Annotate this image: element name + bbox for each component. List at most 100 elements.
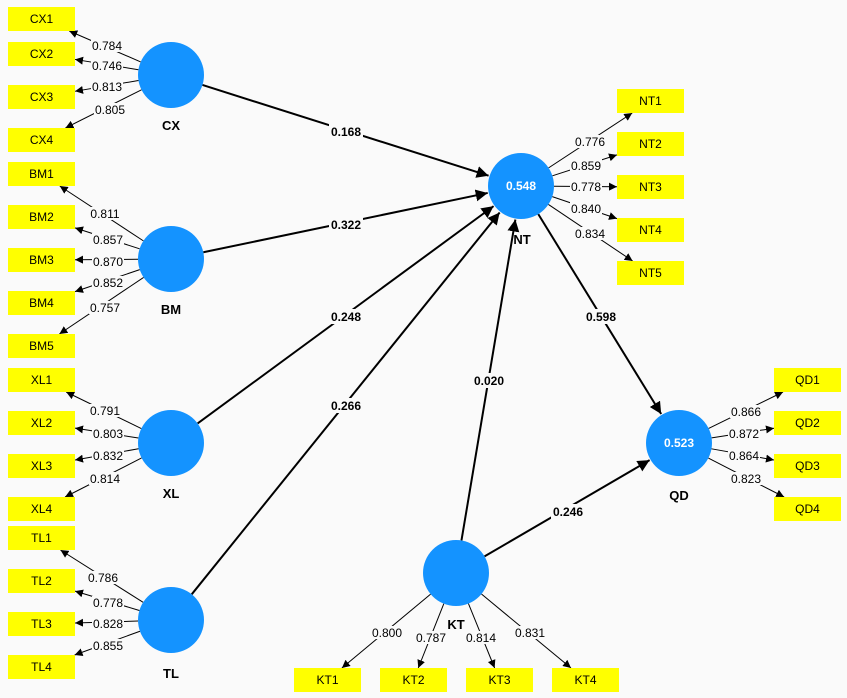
indicator-box[interactable] bbox=[8, 526, 75, 550]
indicator-label: TL4 bbox=[31, 660, 52, 674]
indicator-box[interactable] bbox=[617, 175, 684, 199]
indicator-bm1[interactable]: BM1 bbox=[8, 162, 75, 186]
outer-loading: 0.828 bbox=[93, 617, 123, 631]
construct-cx[interactable]: CX bbox=[138, 42, 204, 133]
path-coefficient: 0.266 bbox=[331, 399, 361, 413]
indicator-box[interactable] bbox=[8, 128, 75, 152]
indicator-label: CX3 bbox=[30, 90, 54, 104]
construct-circle[interactable] bbox=[138, 42, 204, 108]
construct-circle[interactable] bbox=[646, 410, 712, 476]
outer-loading: 0.864 bbox=[729, 449, 759, 463]
construct-bm[interactable]: BM bbox=[138, 226, 204, 317]
indicator-kt1[interactable]: KT1 bbox=[294, 668, 361, 692]
construct-circle[interactable] bbox=[423, 540, 489, 606]
indicator-box[interactable] bbox=[8, 248, 75, 272]
indicator-nt4[interactable]: NT4 bbox=[617, 218, 684, 242]
indicator-box[interactable] bbox=[8, 291, 75, 315]
indicator-kt2[interactable]: KT2 bbox=[380, 668, 447, 692]
indicator-qd1[interactable]: QD1 bbox=[774, 368, 841, 392]
indicator-label: QD1 bbox=[795, 373, 820, 387]
construct-circle[interactable] bbox=[138, 226, 204, 292]
indicator-box[interactable] bbox=[774, 368, 841, 392]
outer-loading: 0.866 bbox=[731, 405, 761, 419]
indicator-qd3[interactable]: QD3 bbox=[774, 454, 841, 478]
indicator-box[interactable] bbox=[617, 218, 684, 242]
indicator-label: NT2 bbox=[639, 137, 662, 151]
indicator-box[interactable] bbox=[8, 612, 75, 636]
indicator-bm3[interactable]: BM3 bbox=[8, 248, 75, 272]
indicator-box[interactable] bbox=[8, 368, 75, 392]
indicator-box[interactable] bbox=[8, 42, 75, 66]
construct-circle[interactable] bbox=[138, 410, 204, 476]
indicator-box[interactable] bbox=[552, 668, 619, 692]
construct-tl[interactable]: TL bbox=[138, 587, 204, 681]
indicator-bm5[interactable]: BM5 bbox=[8, 334, 75, 358]
outer-loading: 0.813 bbox=[92, 80, 122, 94]
loading-bg bbox=[92, 596, 124, 609]
indicator-box[interactable] bbox=[8, 411, 75, 435]
indicator-qd4[interactable]: QD4 bbox=[774, 497, 841, 521]
indicator-box[interactable] bbox=[466, 668, 533, 692]
indicator-box[interactable] bbox=[617, 89, 684, 113]
indicator-box[interactable] bbox=[8, 497, 75, 521]
loading-bg bbox=[371, 626, 403, 639]
indicator-tl1[interactable]: TL1 bbox=[8, 526, 75, 550]
construct-xl[interactable]: XL bbox=[138, 410, 204, 501]
indicator-box[interactable] bbox=[8, 162, 75, 186]
loading-bg bbox=[574, 135, 606, 148]
loading-bg bbox=[92, 233, 124, 246]
construct-kt[interactable]: KT bbox=[423, 540, 489, 632]
indicator-box[interactable] bbox=[617, 261, 684, 285]
outer-loading: 0.855 bbox=[93, 639, 123, 653]
indicator-nt1[interactable]: NT1 bbox=[617, 89, 684, 113]
indicator-box[interactable] bbox=[8, 655, 75, 679]
indicator-box[interactable] bbox=[380, 668, 447, 692]
indicator-box[interactable] bbox=[617, 132, 684, 156]
indicator-box[interactable] bbox=[8, 334, 75, 358]
indicator-label: KT3 bbox=[488, 673, 510, 687]
indicator-box[interactable] bbox=[8, 454, 75, 478]
indicator-box[interactable] bbox=[8, 7, 75, 31]
indicator-xl2[interactable]: XL2 bbox=[8, 411, 75, 435]
indicator-box[interactable] bbox=[8, 85, 75, 109]
construct-name: TL bbox=[163, 666, 179, 681]
indicator-box[interactable] bbox=[8, 205, 75, 229]
indicator-cx3[interactable]: CX3 bbox=[8, 85, 75, 109]
indicator-xl1[interactable]: XL1 bbox=[8, 368, 75, 392]
outer-loading: 0.800 bbox=[372, 626, 402, 640]
indicator-box[interactable] bbox=[8, 569, 75, 593]
indicator-nt5[interactable]: NT5 bbox=[617, 261, 684, 285]
path-coefficient: 0.020 bbox=[474, 374, 504, 388]
indicator-cx1[interactable]: CX1 bbox=[8, 7, 75, 31]
construct-circle[interactable] bbox=[138, 587, 204, 653]
indicator-tl4[interactable]: TL4 bbox=[8, 655, 75, 679]
indicator-cx4[interactable]: CX4 bbox=[8, 128, 75, 152]
indicator-box[interactable] bbox=[774, 497, 841, 521]
indicator-label: XL3 bbox=[31, 459, 53, 473]
indicator-xl4[interactable]: XL4 bbox=[8, 497, 75, 521]
indicator-cx2[interactable]: CX2 bbox=[8, 42, 75, 66]
outer-loading: 0.786 bbox=[88, 571, 118, 585]
outer-loading: 0.857 bbox=[93, 233, 123, 247]
construct-circle[interactable] bbox=[488, 153, 554, 219]
indicator-xl3[interactable]: XL3 bbox=[8, 454, 75, 478]
outer-loading: 0.852 bbox=[93, 276, 123, 290]
indicator-qd2[interactable]: QD2 bbox=[774, 411, 841, 435]
indicator-kt3[interactable]: KT3 bbox=[466, 668, 533, 692]
indicator-nt2[interactable]: NT2 bbox=[617, 132, 684, 156]
indicator-bm4[interactable]: BM4 bbox=[8, 291, 75, 315]
indicator-label: BM2 bbox=[29, 210, 54, 224]
indicator-bm2[interactable]: BM2 bbox=[8, 205, 75, 229]
measurement-paths: 0.7840.7460.8130.8050.8110.8570.8700.852… bbox=[59, 30, 785, 669]
indicator-box[interactable] bbox=[294, 668, 361, 692]
indicator-tl3[interactable]: TL3 bbox=[8, 612, 75, 636]
indicator-tl2[interactable]: TL2 bbox=[8, 569, 75, 593]
construct-name: XL bbox=[163, 486, 180, 501]
indicator-nt3[interactable]: NT3 bbox=[617, 175, 684, 199]
indicator-kt4[interactable]: KT4 bbox=[552, 668, 619, 692]
indicator-box[interactable] bbox=[774, 411, 841, 435]
indicator-box[interactable] bbox=[774, 454, 841, 478]
